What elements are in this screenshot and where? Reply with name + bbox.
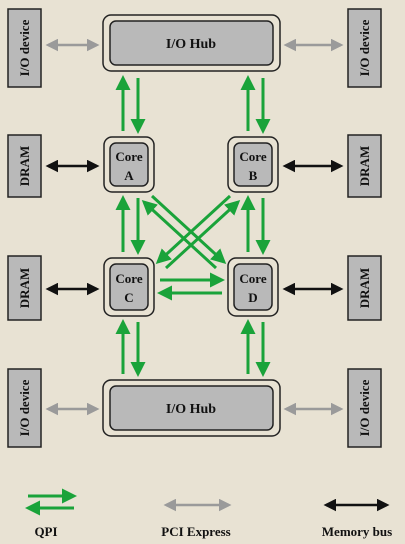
dram-right-1-label: DRAM bbox=[357, 146, 372, 186]
core-b-label: Core bbox=[239, 149, 266, 164]
dram-left-1-label: DRAM bbox=[17, 146, 32, 186]
core-a-label: Core bbox=[115, 149, 142, 164]
core-c-letter: C bbox=[124, 290, 133, 305]
dram-left-1: DRAM bbox=[7, 134, 42, 198]
core-c: Core C bbox=[103, 257, 155, 317]
io-device-bottom-left: I/O device bbox=[7, 368, 42, 448]
dram-right-2-label: DRAM bbox=[357, 268, 372, 308]
qpi-c-to-b bbox=[164, 199, 241, 270]
io-hub-bottom: I/O Hub bbox=[102, 379, 281, 437]
io-device-bottom-right-label: I/O device bbox=[357, 379, 372, 436]
dram-right-2: DRAM bbox=[347, 255, 382, 321]
legend-qpi-symbol bbox=[25, 488, 77, 516]
io-device-bottom-right: I/O device bbox=[347, 368, 382, 448]
legend-memory-bus-label: Memory bus bbox=[322, 524, 392, 539]
io-hub-top: I/O Hub bbox=[102, 14, 281, 72]
core-a-letter: A bbox=[124, 168, 134, 183]
io-device-top-left: I/O device bbox=[7, 8, 42, 88]
core-a: Core A bbox=[103, 136, 155, 193]
core-b-letter: B bbox=[249, 168, 258, 183]
core-d-label: Core bbox=[239, 271, 266, 286]
io-hub-bottom-label: I/O Hub bbox=[166, 402, 216, 417]
core-b: Core B bbox=[227, 136, 279, 193]
io-device-top-right: I/O device bbox=[347, 8, 382, 88]
qpi-d-to-a bbox=[141, 199, 218, 270]
dram-right-1: DRAM bbox=[347, 134, 382, 198]
legend: QPI PCI Express Memory bus bbox=[25, 488, 392, 539]
legend-pci-express-label: PCI Express bbox=[161, 524, 230, 539]
io-hub-top-label: I/O Hub bbox=[166, 37, 216, 52]
core-d-letter: D bbox=[248, 290, 257, 305]
core-d: Core D bbox=[227, 257, 279, 317]
core-c-label: Core bbox=[115, 271, 142, 286]
io-device-top-right-label: I/O device bbox=[357, 19, 372, 76]
qpi-b-to-c bbox=[155, 194, 232, 265]
io-device-top-left-label: I/O device bbox=[17, 19, 32, 76]
io-device-bottom-left-label: I/O device bbox=[17, 379, 32, 436]
qpi-a-to-d bbox=[150, 194, 227, 265]
legend-qpi-label: QPI bbox=[34, 524, 57, 539]
dram-left-2-label: DRAM bbox=[17, 268, 32, 308]
dram-left-2: DRAM bbox=[7, 255, 42, 321]
